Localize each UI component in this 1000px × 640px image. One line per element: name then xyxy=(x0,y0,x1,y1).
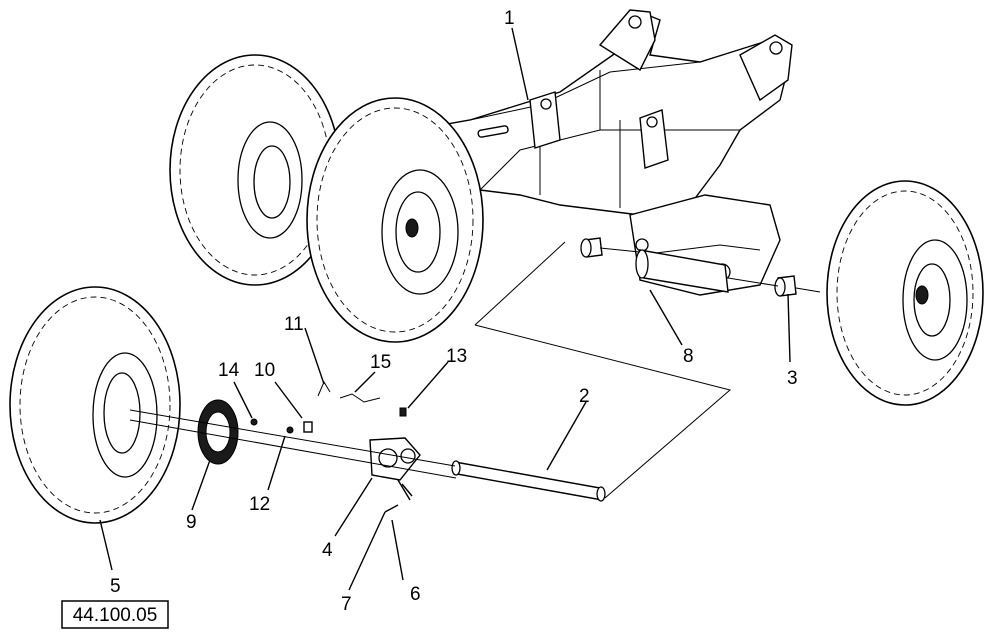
callout-12: 12 xyxy=(249,494,270,515)
callout-8: 8 xyxy=(683,346,694,367)
callout-9: 9 xyxy=(186,512,197,533)
wheel-front-middle xyxy=(306,97,484,343)
hardware-parts xyxy=(250,380,413,513)
callout-14: 14 xyxy=(218,360,240,381)
pivot-tube xyxy=(635,249,729,293)
callout-3: 3 xyxy=(787,368,798,389)
callout-1: 1 xyxy=(504,8,515,29)
wheel-front-left xyxy=(9,286,181,524)
callout-11: 11 xyxy=(284,314,304,335)
callout-7: 7 xyxy=(341,594,352,615)
assembly-lines xyxy=(129,241,821,499)
callout-5: 5 xyxy=(110,576,121,597)
callout-6: 6 xyxy=(410,584,421,605)
reference-code-box: 44.100.05 xyxy=(61,600,169,629)
hub-cap xyxy=(197,399,239,465)
callout-4: 4 xyxy=(322,540,333,561)
callout-10: 10 xyxy=(254,360,275,381)
axle-pin xyxy=(451,460,606,502)
callout-15: 15 xyxy=(370,352,391,373)
callout-2: 2 xyxy=(579,386,590,407)
reference-code: 44.100.05 xyxy=(73,605,158,626)
wheel-right xyxy=(826,180,984,406)
leader-lines xyxy=(99,27,791,591)
callout-13: 13 xyxy=(446,346,467,367)
callout-labels: 1 2 3 4 5 6 7 8 9 10 11 12 13 14 15 xyxy=(110,8,798,615)
bushing-parts xyxy=(580,237,797,297)
